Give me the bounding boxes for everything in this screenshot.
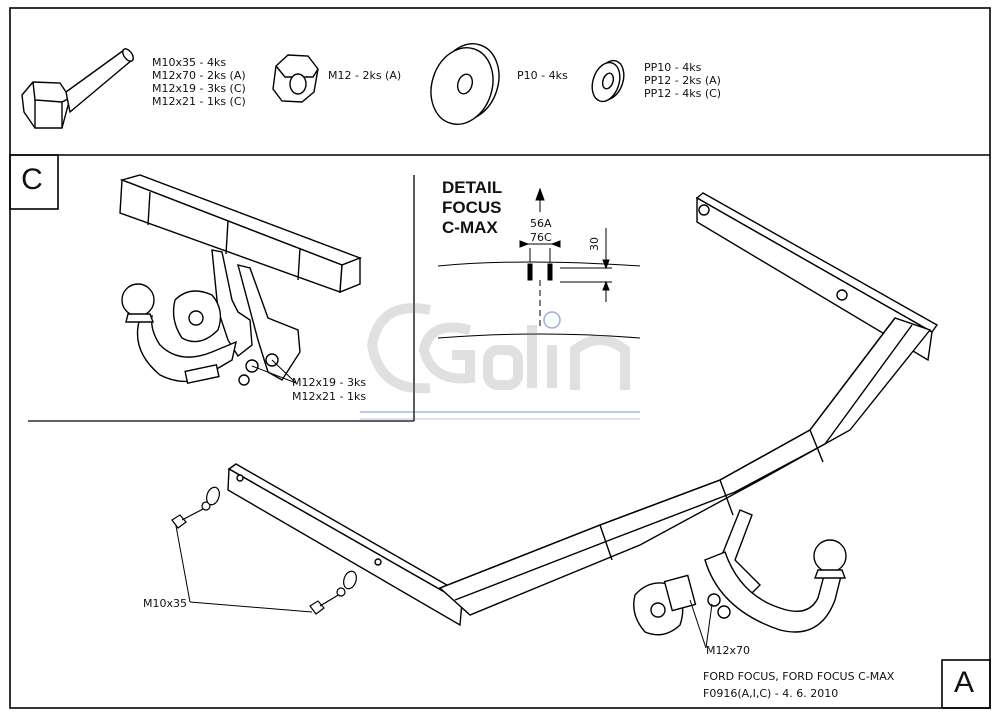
nut-icon [272, 54, 319, 103]
galia-watermark-logo [366, 303, 630, 394]
cross-beam [438, 317, 932, 616]
bolt-spec-3: M12x19 - 3ks (C) [152, 82, 246, 95]
box-a [941, 659, 991, 709]
dim-30: 30 [588, 237, 601, 251]
c-square-tube [119, 174, 362, 294]
bolt-spec-1: M10x35 - 4ks [152, 56, 227, 69]
m10-bolt-lower [309, 570, 357, 615]
washer-icon [430, 43, 500, 125]
c-bolt-spec-2: M12x21 - 1ks [292, 390, 367, 403]
detail-drawing [437, 187, 641, 339]
detail-title-2: FOCUS [442, 198, 502, 217]
dim-76c: 76C [530, 231, 552, 244]
vehicle-title: FORD FOCUS, FORD FOCUS C-MAX [703, 670, 895, 683]
dim-56a: 56A [530, 217, 552, 230]
m10-leader-upper [175, 525, 191, 603]
c-ball-neck [121, 249, 301, 386]
detail-title-1: DETAIL [442, 178, 503, 197]
nut-spec: M12 - 2ks (A) [328, 69, 402, 82]
spring-washer-spec-3: PP12 - 4ks (C) [644, 87, 722, 100]
spring-washer-spec-1: PP10 - 4ks [644, 61, 702, 74]
m12-callout: M12x70 [706, 644, 750, 657]
m10-leader-lower [189, 601, 313, 613]
m10-callout: M10x35 [143, 597, 187, 610]
c-leader-2 [251, 365, 297, 384]
variant-letter-c: C [21, 163, 43, 196]
spring-washer-icon [591, 59, 625, 103]
m12-leader-1 [689, 599, 707, 649]
box-c [9, 154, 59, 210]
bolt-spec-4: M12x21 - 1ks (C) [152, 95, 246, 108]
detail-title-3: C-MAX [442, 218, 498, 237]
washer-spec: P10 - 4ks [517, 69, 568, 82]
watermark-dot [543, 311, 561, 329]
c-leader-1 [271, 359, 297, 384]
right-side-plate [695, 192, 939, 362]
bolt-icon [21, 48, 134, 129]
drawing-code: F0916(A,I,C) - 4. 6. 2010 [703, 687, 839, 700]
variant-letter-a: A [953, 666, 974, 699]
bolt-spec-2: M12x70 - 2ks (A) [152, 69, 246, 82]
c-bolt-spec-1: M12x19 - 3ks [292, 376, 367, 389]
tow-ball-neck [633, 509, 847, 636]
m12-leader-2 [705, 603, 713, 649]
spring-washer-spec-2: PP12 - 2ks (A) [644, 74, 721, 87]
outer-frame [9, 7, 991, 709]
left-side-plate [227, 463, 467, 627]
m10-bolt-upper [171, 486, 220, 529]
